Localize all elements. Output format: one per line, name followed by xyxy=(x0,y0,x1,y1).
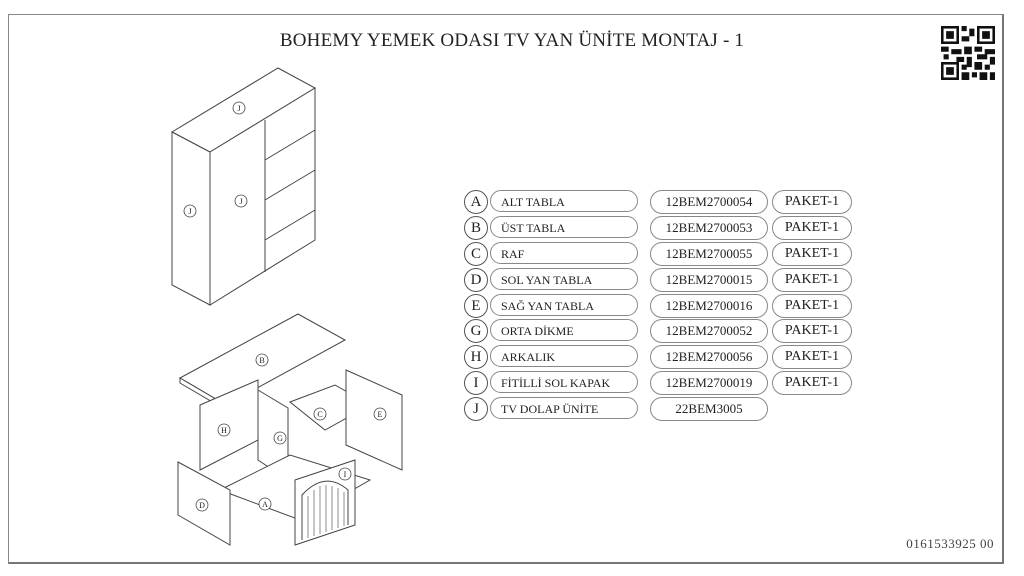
page-title: BOHEMY YEMEK ODASI TV YAN ÜNİTE MONTAJ -… xyxy=(279,30,745,51)
part-package: PAKET-1 xyxy=(772,190,852,214)
page-border xyxy=(8,14,1004,564)
part-package: PAKET-1 xyxy=(772,294,852,318)
part-name: SAĞ YAN TABLA xyxy=(490,294,638,316)
part-name: SOL YAN TABLA xyxy=(490,268,638,290)
part-package: PAKET-1 xyxy=(772,242,852,266)
callout-i: I xyxy=(344,470,347,479)
qr-code xyxy=(941,26,995,80)
part-code: 12BEM2700056 xyxy=(650,345,768,369)
callout-c: C xyxy=(317,410,322,419)
part-letter: I xyxy=(464,371,488,395)
part-code: 12BEM2700052 xyxy=(650,319,768,343)
callout-j-side: J xyxy=(188,207,191,216)
part-package: PAKET-1 xyxy=(772,371,852,395)
part-name: ALT TABLA xyxy=(490,190,638,212)
part-code: 12BEM2700054 xyxy=(650,190,768,214)
callout-j-top: J xyxy=(237,104,240,113)
part-letter: E xyxy=(464,294,488,318)
part-name: FİTİLLİ SOL KAPAK xyxy=(490,371,638,393)
callout-h: H xyxy=(221,426,227,435)
part-name: RAF xyxy=(490,242,638,264)
part-name: ÜST TABLA xyxy=(490,216,638,238)
part-code: 12BEM2700019 xyxy=(650,371,768,395)
assembled-cabinet-drawing: J J J xyxy=(170,67,317,306)
part-code: 12BEM2700053 xyxy=(650,216,768,240)
document-number: 0161533925 00 xyxy=(906,536,994,551)
callout-j-front: J xyxy=(239,197,242,206)
part-name: ARKALIK xyxy=(490,345,638,367)
part-code: 12BEM2700016 xyxy=(650,294,768,318)
part-letter: H xyxy=(464,345,488,369)
part-name: TV DOLAP ÜNİTE xyxy=(490,397,638,419)
part-name: ORTA DİKME xyxy=(490,319,638,341)
part-package: PAKET-1 xyxy=(772,319,852,343)
callout-d: D xyxy=(199,501,205,510)
part-letter: A xyxy=(464,190,488,214)
part-package: PAKET-1 xyxy=(772,216,852,240)
part-package: PAKET-1 xyxy=(772,345,852,369)
part-letter: J xyxy=(464,397,488,421)
part-code: 22BEM3005 xyxy=(650,397,768,421)
exploded-view-drawing: B C E H G D A I xyxy=(177,313,403,546)
callout-g: G xyxy=(277,434,283,443)
part-package: PAKET-1 xyxy=(772,268,852,292)
part-code: 12BEM2700055 xyxy=(650,242,768,266)
part-letter: B xyxy=(464,216,488,240)
part-letter: G xyxy=(464,319,488,343)
part-letter: D xyxy=(464,268,488,292)
callout-e: E xyxy=(378,410,383,419)
part-letter: C xyxy=(464,242,488,266)
callout-b: B xyxy=(259,356,264,365)
callout-a: A xyxy=(262,500,268,509)
part-code: 12BEM2700015 xyxy=(650,268,768,292)
